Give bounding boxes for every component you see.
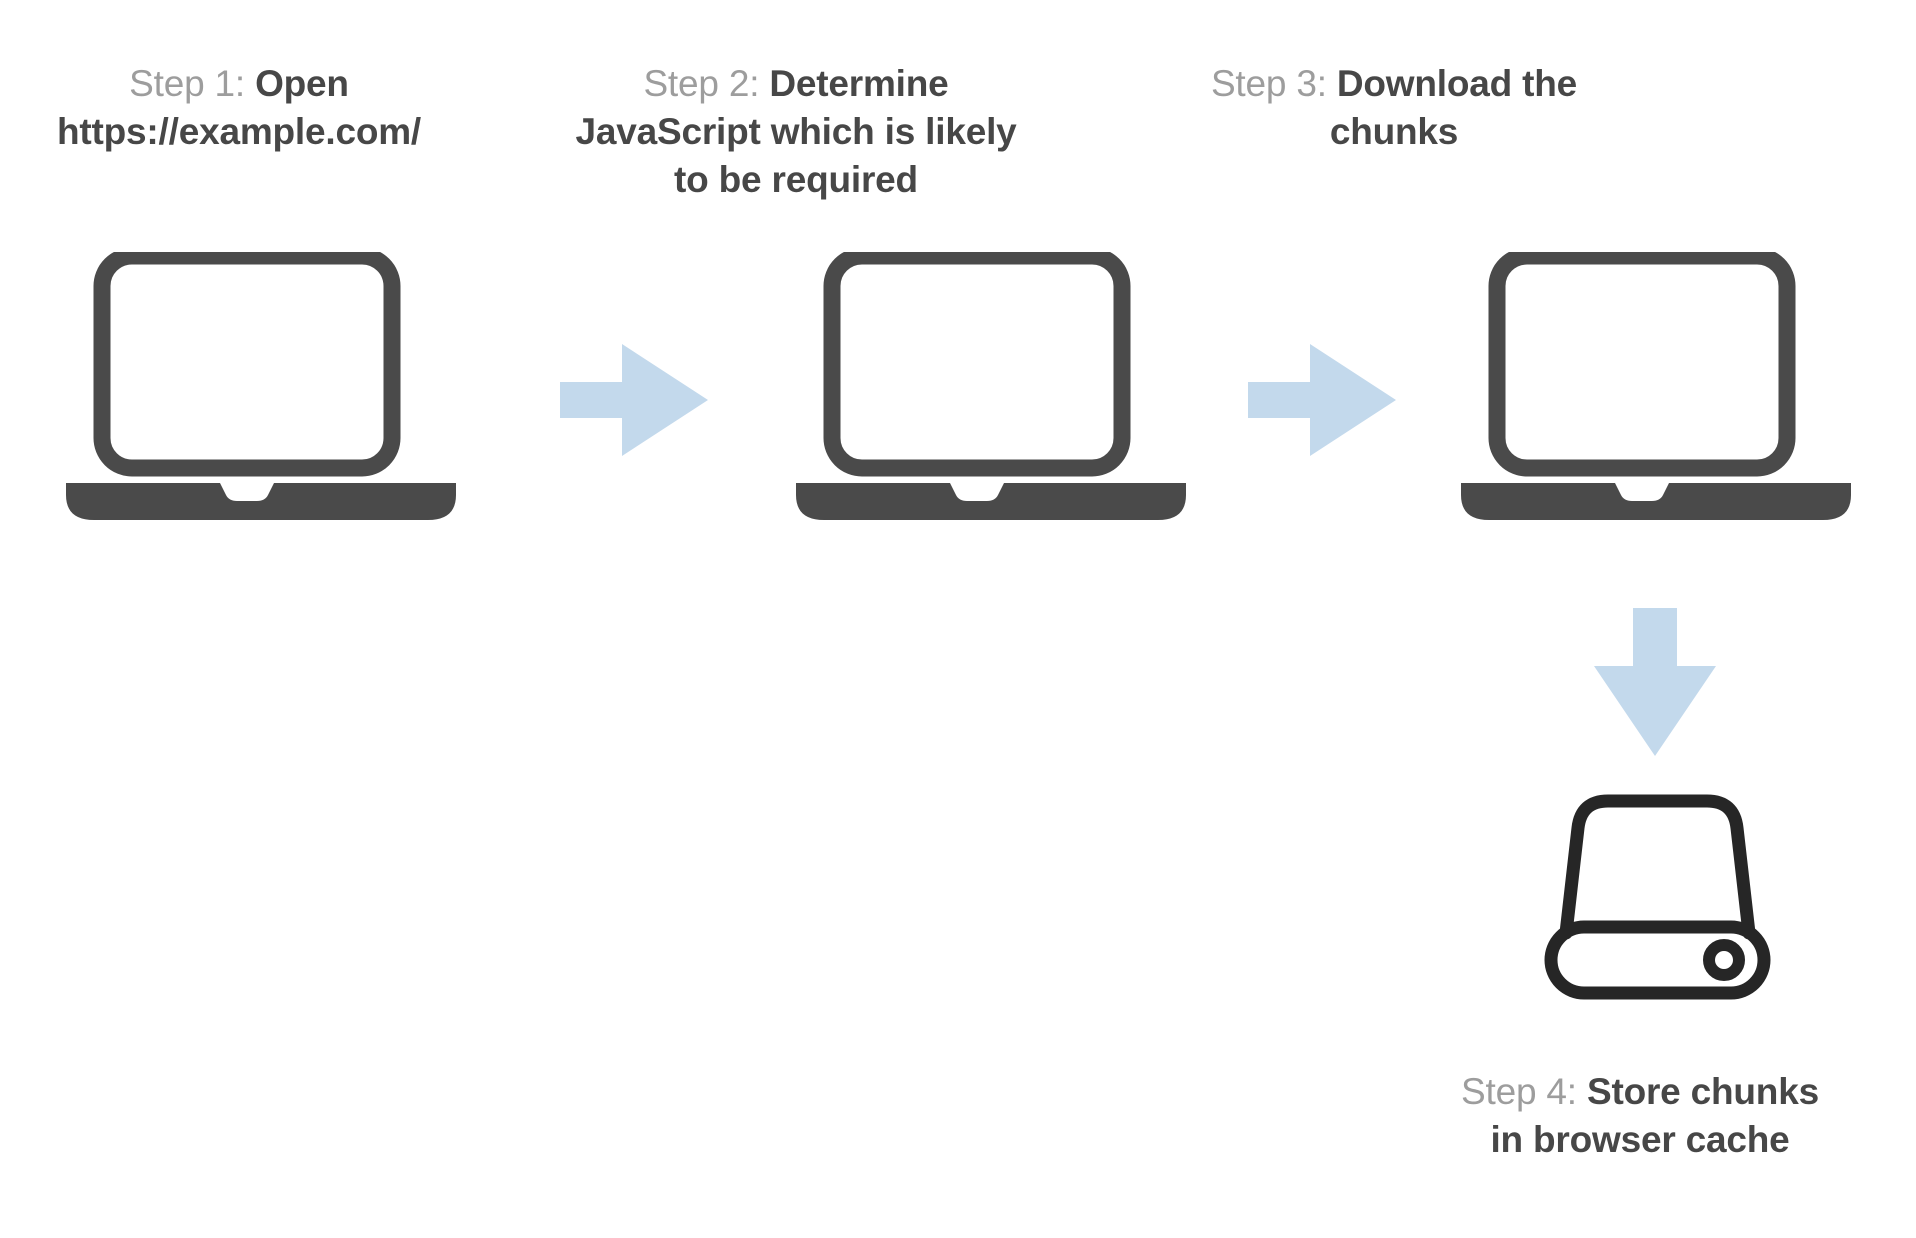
step-4-title: Store chunks in browser cache [1490, 1071, 1819, 1161]
step-2-caption: Step 2: Determine JavaScript which is li… [556, 60, 1036, 204]
arrow-right-icon [560, 340, 710, 460]
step-4-label: Step 4: [1461, 1071, 1587, 1112]
step-3-caption: Step 3: Download the chunks [1188, 60, 1600, 156]
step-4-caption: Step 4: Store chunks in browser cache [1440, 1068, 1840, 1164]
step-2-title: Determine JavaScript which is likely to … [575, 63, 1017, 201]
step-1-title: Open https://example.com/ [56, 63, 422, 153]
arrow-right-icon [1248, 340, 1398, 460]
laptop-icon [790, 252, 1200, 572]
step-2-label: Step 2: [643, 63, 770, 104]
step-1-caption: Step 1: Open https://example.com/ [34, 60, 444, 156]
laptop-icon [60, 252, 470, 572]
step-3-title: Download the chunks [1329, 63, 1578, 153]
step-3-label: Step 3: [1210, 63, 1337, 104]
arrow-down-icon [1590, 608, 1720, 758]
hard-drive-icon [1540, 788, 1775, 1003]
laptop-icon [1455, 252, 1865, 572]
step-1-label: Step 1: [129, 63, 256, 104]
